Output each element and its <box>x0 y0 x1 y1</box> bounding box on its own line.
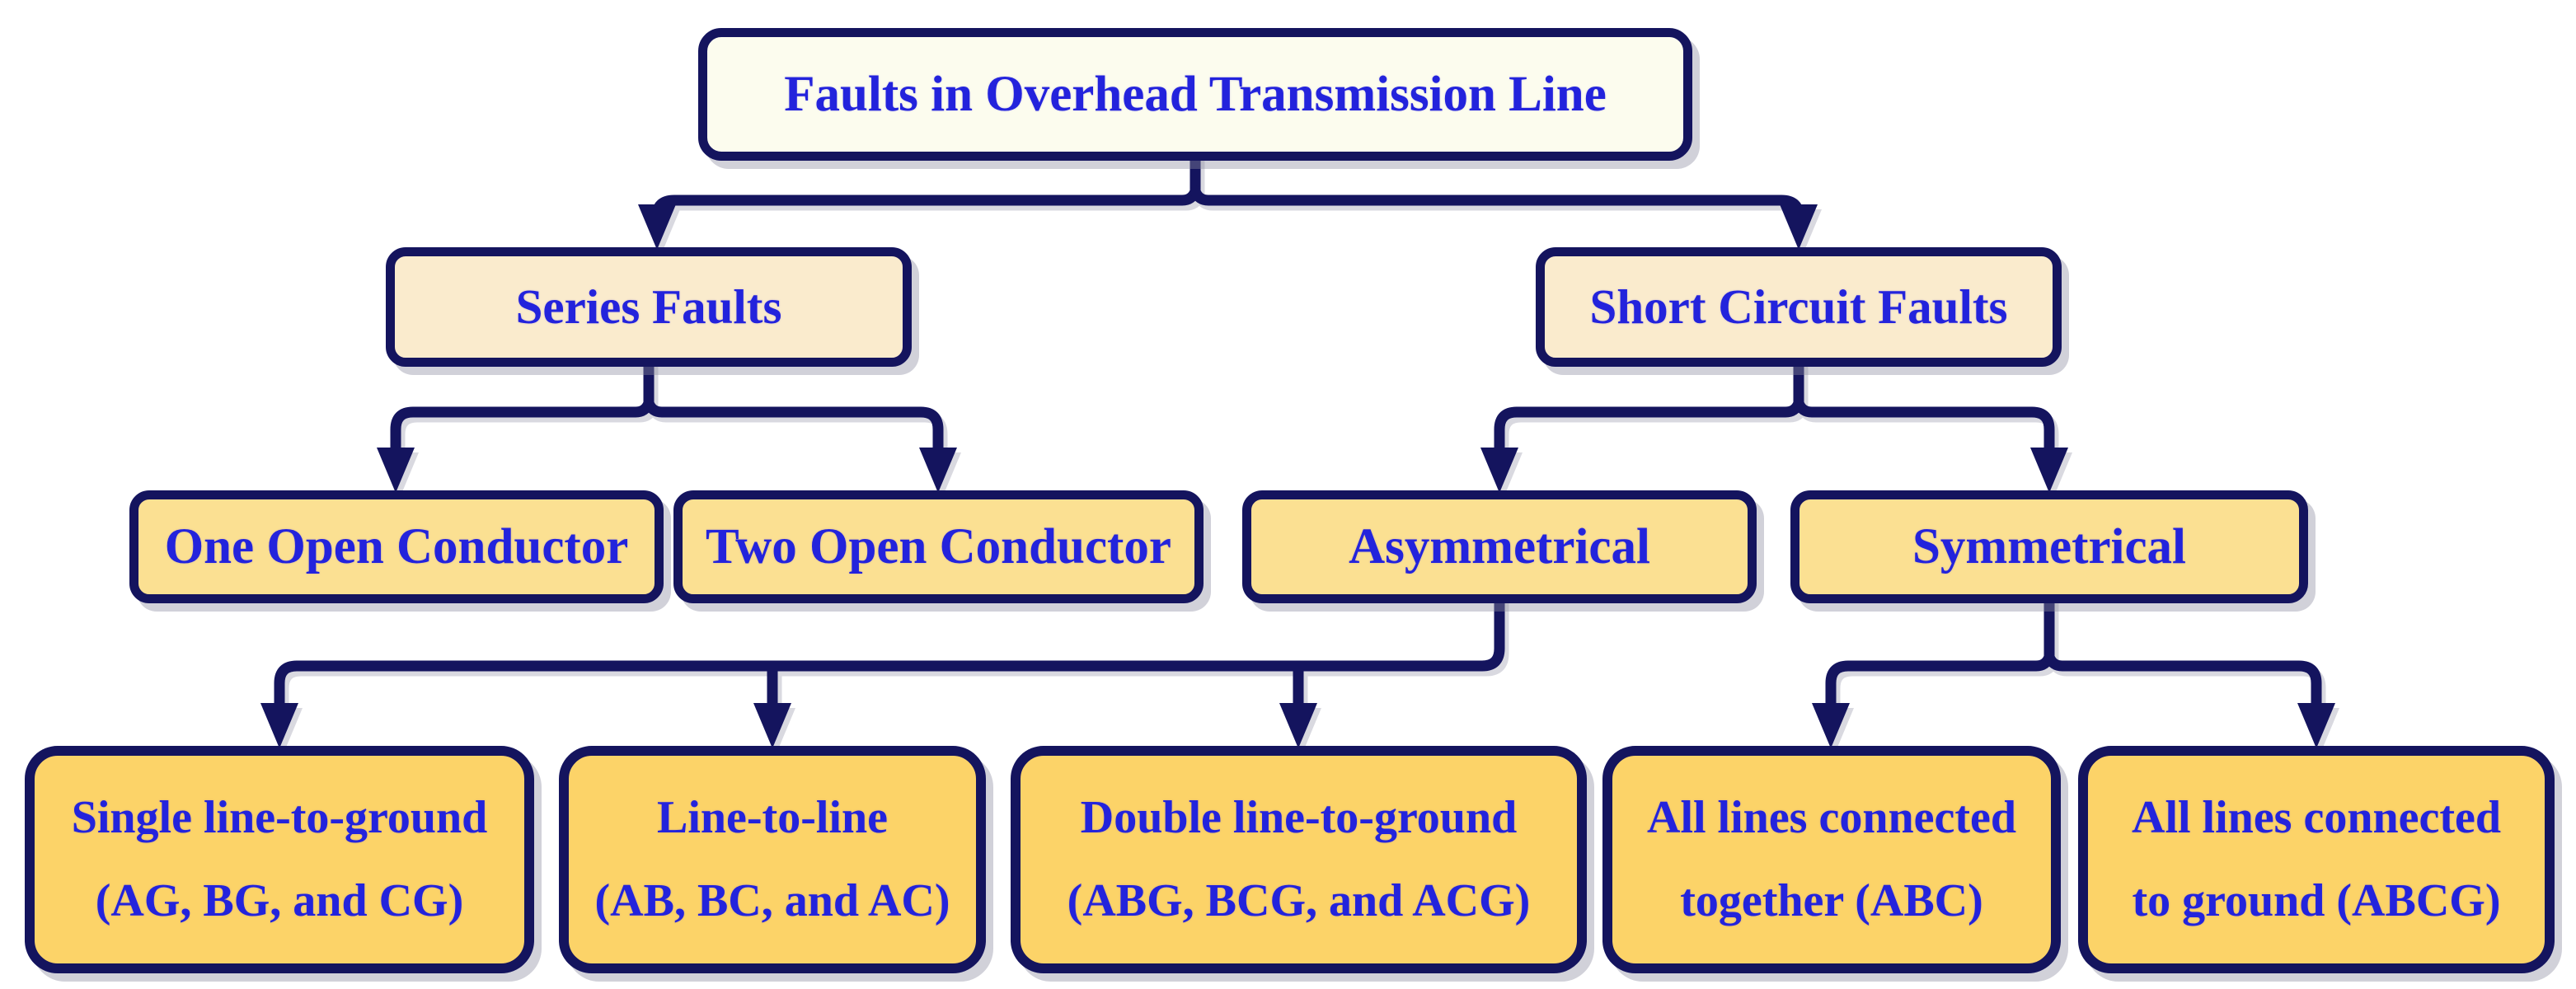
node-short-circuit-faults: Short Circuit Faults <box>1536 247 2062 367</box>
node-single-line-to-ground-line2: (AG, BG, and CG) <box>95 875 464 926</box>
connector-short-to-children <box>1480 358 2068 493</box>
node-line-to-line: Line-to-line (AB, BC, and AC) <box>559 746 986 973</box>
node-asymmetrical: Asymmetrical <box>1242 490 1757 603</box>
arrowhead-short-circuit-faults <box>1780 204 1818 250</box>
node-two-open-conductor-label: Two Open Conductor <box>706 518 1171 574</box>
connector-branch-right <box>2043 651 2322 713</box>
node-all-lines-together: All lines connected together (ABC) <box>1602 746 2061 973</box>
connector-branch-left <box>651 185 1201 222</box>
connector-branch-left <box>1494 397 1804 458</box>
arrowhead-asymmetrical <box>1480 448 1518 493</box>
node-all-lines-to-ground-line1: All lines connected <box>2132 792 2501 844</box>
node-line-to-line-line2: (AB, BC, and AC) <box>594 875 950 926</box>
node-two-open-conductor: Two Open Conductor <box>673 490 1204 603</box>
node-double-line-to-ground: Double line-to-ground (ABG, BCG, and ACG… <box>1011 746 1587 973</box>
connector-root-to-level2 <box>638 152 1818 250</box>
connector-stem-and-bar <box>274 593 1505 713</box>
arrowhead-all-lines-together <box>1812 703 1850 748</box>
arrowhead-double-line-to-ground <box>1279 703 1317 748</box>
connector-branch-right <box>1793 397 2055 458</box>
node-double-line-to-ground-line1: Double line-to-ground <box>1080 792 1518 844</box>
node-root-label: Faults in Overhead Transmission Line <box>784 66 1607 122</box>
arrowhead-all-lines-to-ground <box>2297 703 2335 748</box>
node-single-line-to-ground-line1: Single line-to-ground <box>71 792 488 844</box>
connector-branch-left <box>390 397 655 458</box>
node-series-faults-label: Series Faults <box>515 279 782 334</box>
connector-symmetrical-to-children <box>1812 593 2335 748</box>
arrowhead-line-to-line <box>753 703 791 748</box>
connector-branch-left <box>1825 651 2055 713</box>
connector-branch-right <box>1189 185 1804 222</box>
node-all-lines-together-line1: All lines connected <box>1647 792 2016 844</box>
arrowhead-single-line-to-ground <box>260 703 298 748</box>
node-short-circuit-faults-label: Short Circuit Faults <box>1589 279 2008 334</box>
arrowhead-symmetrical <box>2030 448 2068 493</box>
node-all-lines-to-ground: All lines connected to ground (ABCG) <box>2078 746 2555 973</box>
node-one-open-conductor-label: One Open Conductor <box>164 518 629 574</box>
arrowhead-two-open-conductor <box>919 448 957 493</box>
node-one-open-conductor: One Open Conductor <box>129 490 664 603</box>
arrowhead-one-open-conductor <box>377 448 415 493</box>
node-series-faults: Series Faults <box>386 247 912 367</box>
arrowhead-series-faults <box>638 204 676 250</box>
node-symmetrical-label: Symmetrical <box>1912 518 2186 574</box>
node-all-lines-together-line2: together (ABC) <box>1680 875 1983 926</box>
connector-branch-right <box>643 397 944 458</box>
node-double-line-to-ground-line2: (ABG, BCG, and ACG) <box>1067 875 1531 926</box>
node-line-to-line-line1: Line-to-line <box>657 792 888 844</box>
node-asymmetrical-label: Asymmetrical <box>1349 518 1650 574</box>
node-symmetrical: Symmetrical <box>1790 490 2308 603</box>
connector-asymmetrical-to-children <box>260 593 1505 748</box>
node-root: Faults in Overhead Transmission Line <box>698 28 1692 161</box>
node-all-lines-to-ground-line2: to ground (ABCG) <box>2132 875 2501 926</box>
node-single-line-to-ground: Single line-to-ground (AG, BG, and CG) <box>25 746 534 973</box>
connector-series-to-children <box>377 358 957 493</box>
